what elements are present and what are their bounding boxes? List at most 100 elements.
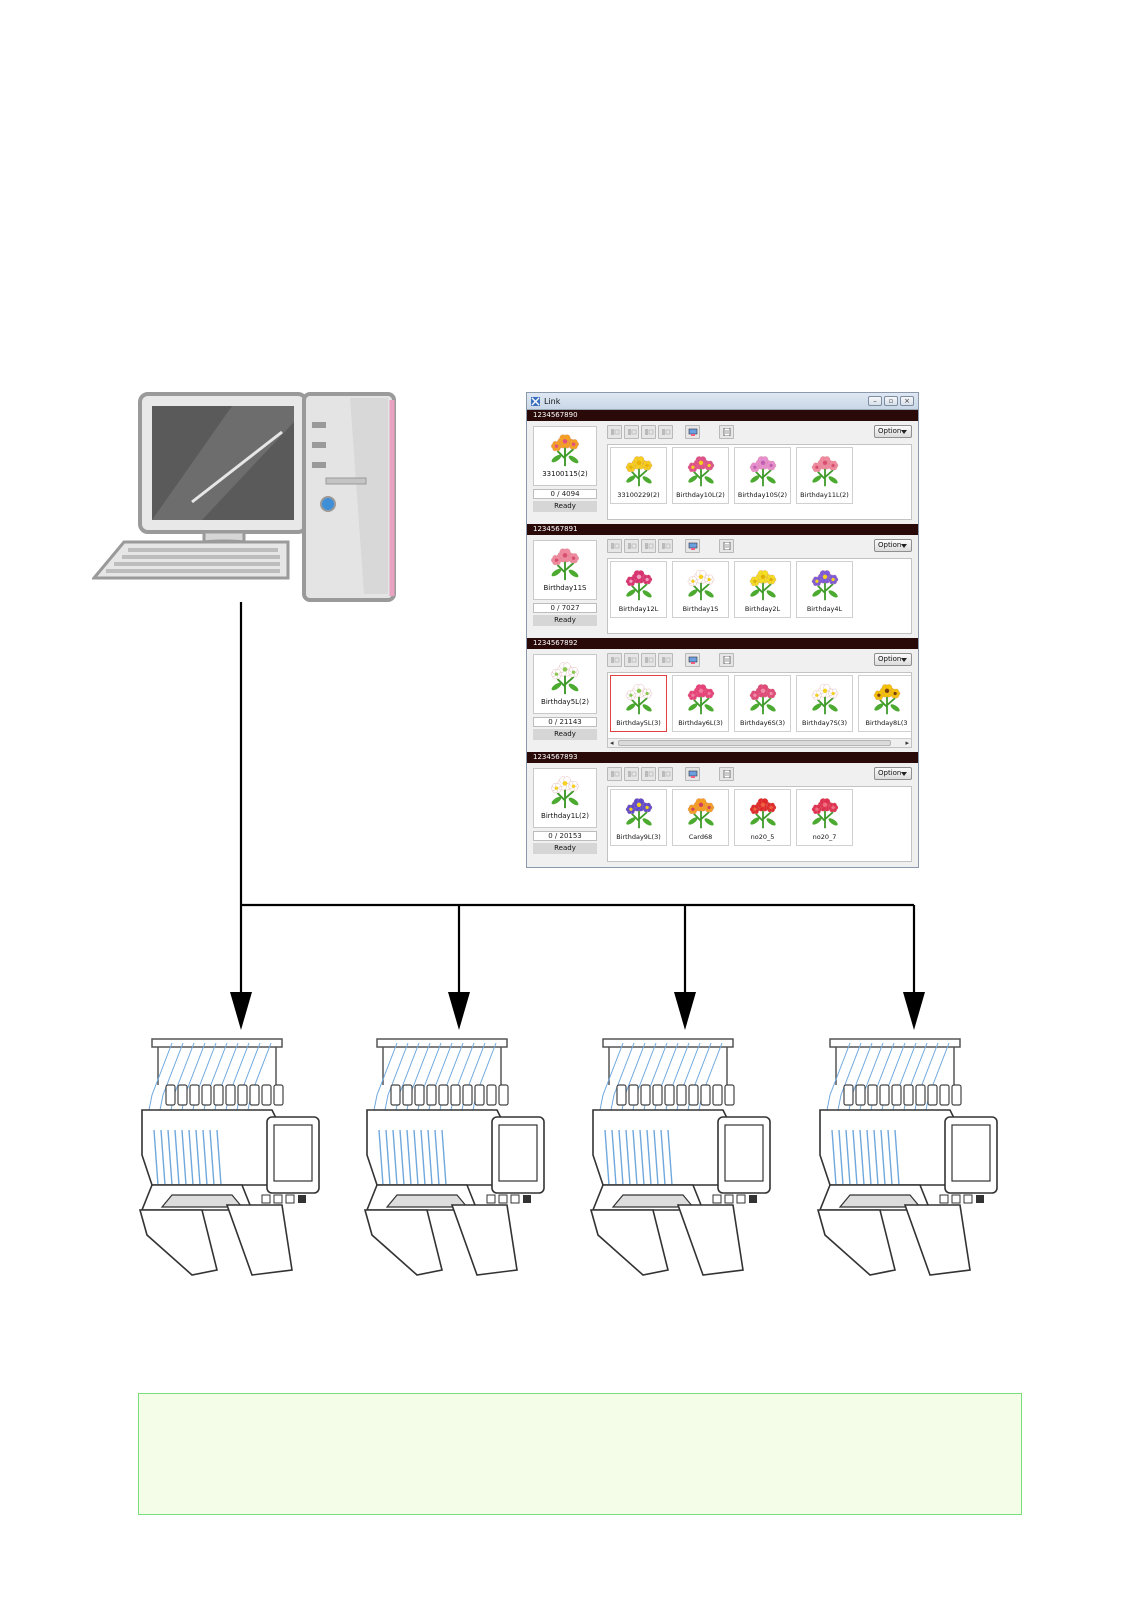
send-to-machine-button[interactable] [685, 425, 700, 439]
queue-item[interactable]: Birthday9L(3) [610, 789, 667, 846]
option-dropdown[interactable]: Option [874, 653, 912, 666]
white-lily-icon [811, 684, 838, 715]
lily-of-valley-icon [551, 662, 579, 695]
design-info-button[interactable] [719, 653, 734, 667]
move-down-button[interactable] [641, 653, 656, 667]
move-first-button[interactable] [607, 539, 622, 553]
iris-icon [625, 798, 652, 829]
move-last-button[interactable] [658, 425, 673, 439]
panel-toolbar: Option [607, 767, 912, 783]
machine-id-header: 1234567890 [527, 410, 918, 421]
scroll-right-icon[interactable]: ▸ [905, 739, 909, 747]
narcissus-icon [687, 570, 714, 601]
move-down-button[interactable] [641, 539, 656, 553]
embroidery-machine-icon [363, 1038, 545, 1276]
queue-item-label: Card68 [688, 833, 713, 841]
move-up-button[interactable] [624, 539, 639, 553]
move-first-button[interactable] [607, 767, 622, 781]
arrow-machine-2 [448, 992, 470, 1030]
option-label: Option [878, 427, 902, 435]
move-last-button[interactable] [658, 539, 673, 553]
option-label: Option [878, 655, 902, 663]
send-to-machine-button[interactable] [685, 539, 700, 553]
restore-button[interactable]: ▫ [884, 396, 898, 406]
design-info-button[interactable] [719, 425, 734, 439]
sunflower-icon [873, 684, 900, 715]
yellow-daisy-icon [625, 456, 652, 487]
queue-item-label: Birthday10L(2) [676, 491, 725, 499]
design-info-button[interactable] [719, 767, 734, 781]
queue-item[interactable]: Birthday10S(2) [734, 447, 791, 504]
close-button[interactable]: × [900, 396, 914, 406]
option-label: Option [878, 541, 902, 549]
queue-item[interactable]: no20_7 [796, 789, 853, 846]
queue-item-label: Birthday1S [682, 605, 719, 613]
queue-item-label: Birthday5L(3) [616, 719, 661, 727]
panel-toolbar: Option [607, 425, 912, 441]
option-dropdown[interactable]: Option [874, 539, 912, 552]
scroll-left-icon[interactable]: ◂ [610, 739, 614, 747]
current-design-thumbnail: Birthday1L(2) [533, 768, 597, 828]
move-first-button[interactable] [607, 653, 622, 667]
option-dropdown[interactable]: Option [874, 425, 912, 438]
current-design-thumbnail: 33100115(2) [533, 426, 597, 486]
queue-item-label: Birthday10S(2) [737, 491, 788, 499]
queue-item[interactable]: Birthday4L [796, 561, 853, 618]
current [551, 434, 579, 467]
pink-bouquet-icon [687, 456, 714, 487]
queue-item[interactable]: Birthday5L(3) [610, 675, 667, 732]
queue-item[interactable]: Birthday1S [672, 561, 729, 618]
minimize-button[interactable]: – [868, 396, 882, 406]
queue-item[interactable]: Birthday7S(3) [796, 675, 853, 732]
move-up-button[interactable] [624, 425, 639, 439]
queue-item[interactable]: Birthday10L(2) [672, 447, 729, 504]
move-last-button[interactable] [658, 767, 673, 781]
queue-item[interactable]: Card68 [672, 789, 729, 846]
arrow-machine-1 [230, 992, 252, 1030]
app-icon [531, 396, 540, 406]
move-last-button[interactable] [658, 653, 673, 667]
embroidery-machine-icon [816, 1038, 998, 1276]
queue-item-label: Birthday6S(3) [739, 719, 786, 727]
move-up-button[interactable] [624, 767, 639, 781]
move-down-button[interactable] [641, 767, 656, 781]
chevron-down-icon [901, 544, 907, 548]
status-badge: Ready [533, 501, 597, 512]
narcissus-icon [551, 776, 579, 809]
queue-item[interactable]: Birthday8L(3 [858, 675, 911, 732]
move-up-button[interactable] [624, 653, 639, 667]
move-first-button[interactable] [607, 425, 622, 439]
design-queue: Birthday9L(3) Card68 no20_5 no20_7 [607, 786, 912, 862]
scroll-thumb[interactable] [618, 740, 891, 746]
design-info-button[interactable] [719, 539, 734, 553]
mixed-bouquet-icon [687, 798, 714, 829]
queue-item[interactable]: no20_5 [734, 789, 791, 846]
queue-item-label: Birthday9L(3) [616, 833, 661, 841]
option-dropdown[interactable]: Option [874, 767, 912, 780]
status-badge: Ready [533, 843, 597, 854]
queue-item[interactable]: Birthday12L [610, 561, 667, 618]
queue-item[interactable]: 33100229(2) [610, 447, 667, 504]
queue-item[interactable]: Birthday2L [734, 561, 791, 618]
queue-item-label: no20_5 [750, 833, 775, 841]
embroidery-machine-icon [589, 1038, 771, 1276]
current-design-name: 33100115(2) [542, 470, 588, 478]
send-to-machine-button[interactable] [685, 653, 700, 667]
orchid-icon [625, 570, 652, 601]
current-design-thumbnail: Birthday11S [533, 540, 597, 600]
pink-rose-icon [687, 684, 714, 715]
queue-item-label: Birthday6L(3) [678, 719, 723, 727]
current-design-name: Birthday5L(2) [541, 698, 589, 706]
send-to-machine-button[interactable] [685, 767, 700, 781]
horizontal-scrollbar[interactable]: ◂▸ [608, 738, 911, 747]
queue-item[interactable]: Birthday6S(3) [734, 675, 791, 732]
queue-item[interactable]: Birthday11L(2) [796, 447, 853, 504]
move-down-button[interactable] [641, 425, 656, 439]
queue-item[interactable]: Birthday6L(3) [672, 675, 729, 732]
